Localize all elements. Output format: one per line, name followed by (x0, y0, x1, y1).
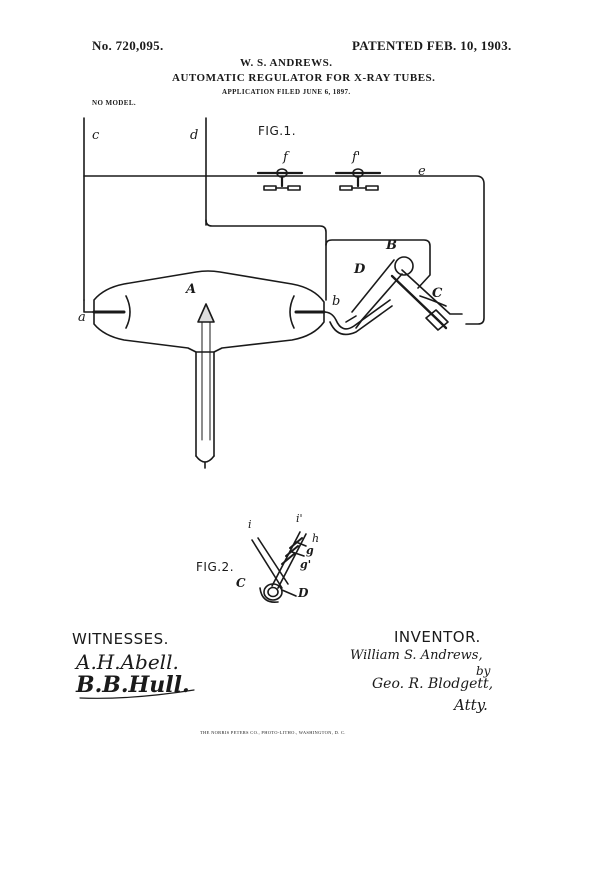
inventor-label: INVENTOR. (394, 628, 481, 646)
label-c-wire: c (92, 128, 100, 143)
fig2-label-i-prime: i' (296, 512, 303, 525)
xray-tube (92, 270, 393, 469)
attorney-signature: Geo. R. Blodgett, (372, 676, 494, 692)
model-note: NO MODEL. (92, 99, 137, 107)
regulator (345, 256, 463, 331)
patent-date: PATENTED FEB. 10, 1903. (352, 38, 512, 53)
fig2-label-D: D (298, 586, 309, 600)
fig1-circuit (83, 117, 485, 325)
label-b: b (332, 294, 341, 309)
fig2-label-C: C (236, 576, 246, 590)
switch-f-prime (334, 168, 382, 191)
fig2-label-h: h (312, 532, 320, 545)
label-f: f (283, 150, 288, 165)
witness-signature-2: B.B.Hull. (76, 672, 190, 698)
inventor-header: W. S. ANDREWS. (240, 57, 333, 69)
patent-title: AUTOMATIC REGULATOR FOR X-RAY TUBES. (172, 72, 436, 84)
patent-number: No. 720,095. (92, 38, 164, 53)
switch-f (256, 168, 304, 191)
label-d-wire: d (190, 128, 199, 143)
inventor-signature: William S. Andrews, (350, 648, 483, 663)
fig2-label-g-prime: g' (300, 558, 312, 571)
fig2-label-i: i (248, 518, 252, 531)
label-A: A (186, 282, 197, 297)
label-D: D (354, 262, 366, 277)
fig2-regulator-detail (251, 531, 307, 604)
label-e-wire: e (418, 164, 426, 179)
fig2-title: FIG.2. (196, 560, 235, 574)
witness-signature-1: A.H.Abell. (76, 650, 179, 674)
witnesses-label: WITNESSES. (72, 630, 169, 648)
printer-credit: THE NORRIS PETERS CO., PHOTO-LITHO., WAS… (200, 730, 346, 735)
fig2-label-g: g (306, 544, 314, 557)
label-a: a (78, 310, 86, 325)
label-B: B (386, 238, 397, 253)
application-date: APPLICATION FILED JUNE 6, 1897. (222, 88, 351, 96)
fig1-title: FIG.1. (258, 124, 297, 138)
atty-text: Atty. (454, 696, 488, 714)
label-f-prime: f' (352, 150, 361, 165)
by-text: by (476, 664, 491, 678)
label-C: C (432, 286, 443, 301)
